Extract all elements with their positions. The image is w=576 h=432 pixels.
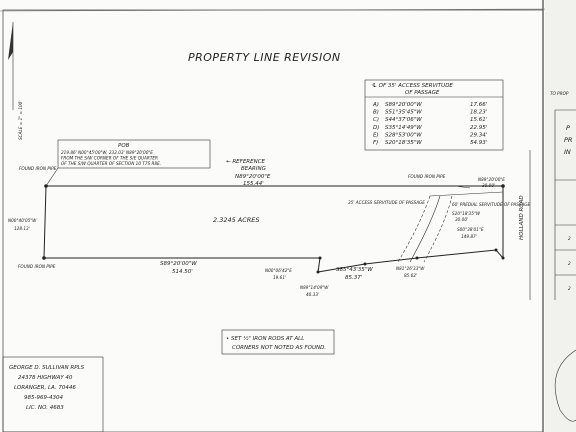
surveyor-line-5: LIC. NO. 4683: [26, 405, 64, 411]
east-bearing: S00°38'01"E: [457, 227, 484, 232]
west-bearing: N00°40'05"W: [8, 218, 37, 223]
holland-road-label: HOLLAND ROAD: [519, 195, 525, 240]
south4-distance: 85.37': [345, 275, 362, 281]
table-title-2: OF PASSAGE: [405, 90, 440, 96]
east-small-distance: 30.00': [455, 217, 468, 222]
found-pipe-nw: FOUND IRON PIPE: [19, 166, 57, 171]
south4-bearing: S85°43'35"W: [336, 267, 373, 273]
pob-line-1: 219.86' N00°45'00"W, 232.03' N89°20'00"E: [61, 150, 153, 155]
table-row-distance: 22.95': [470, 125, 487, 131]
found-pipe-ne: FOUND IRON PIPE: [408, 174, 446, 179]
surveyor-line-3: LORANGER, LA. 70446: [14, 385, 76, 391]
frag-small-1: 2: [568, 236, 571, 241]
table-row-distance: 29.34': [470, 132, 487, 138]
servitude-lines: [397, 185, 504, 263]
surveyor-line-1: GEORGE D. SULLIVAN RPLS: [9, 365, 85, 371]
table-row-bearing: S20°18'35"W: [385, 140, 422, 146]
east-distance: 149.87': [461, 234, 477, 239]
south1-bearing: S89°20'00"W: [160, 261, 197, 267]
frag-small-2: 2: [568, 261, 571, 266]
frag-letter-3: IN: [564, 148, 571, 156]
south1-distance: 514.50': [172, 269, 193, 275]
set-rods-line-2: CORNERS NOT NOTED AS FOUND.: [232, 345, 326, 351]
servitude-table: ℄ OF 35' ACCESS SERVITUDE OF PASSAGE A) S…: [364, 79, 504, 151]
stamp-arc-icon: [554, 349, 576, 422]
ref-line-4: 155.44': [243, 181, 264, 187]
plat-title: PROPERTY LINE REVISION: [188, 51, 341, 64]
table-row-bearing: S44°37'06"W: [385, 117, 422, 123]
pob-line-3: OF THE S/W QUARTER OF SECTION 10 T7S R8E…: [61, 161, 161, 166]
table-row-bearing: S28°53'00"W: [385, 132, 422, 138]
ref-line-2: BEARING: [241, 166, 266, 172]
surveyor-line-4: 985-969-4304: [24, 395, 63, 401]
pob-label: POB: [118, 143, 130, 149]
table-row-distance: 54.93': [470, 140, 487, 146]
table-row-distance: 15.61': [470, 117, 487, 123]
area-label: 2.3245 ACRES: [213, 216, 260, 224]
south2-distance: 19.61': [273, 275, 286, 280]
set-rods-line-1: • SET ½" IRON RODS AT ALL: [226, 335, 304, 342]
table-title-1: ℄ OF 35' ACCESS SERVITUDE: [372, 82, 453, 89]
table-row-id: A): [372, 102, 379, 108]
table-row-id: E): [373, 132, 379, 138]
scale-note: SCALE = 1" = 100': [18, 100, 23, 140]
ref-line-3: N89°20'00"E: [235, 174, 271, 180]
pob-box: POB 219.86' N00°45'00"W, 232.03' N89°20'…: [45, 139, 211, 187]
south5-distance: 85.62': [404, 273, 417, 278]
south3-distance: 40.33': [306, 292, 319, 297]
north-arrow-icon: [8, 22, 14, 110]
south2-bearing: N00°06'42"E: [265, 268, 292, 273]
table-row-id: D): [373, 125, 379, 131]
south5-bearing: N81°26'33"W: [396, 266, 425, 271]
adjacent-sheet-fragment: TO PROP P PR IN 2 2 2: [545, 0, 576, 432]
table-row-bearing: S51°35'45"W: [385, 110, 422, 116]
frag-letter-2: PR: [564, 136, 572, 144]
access-servitude-note: 35' ACCESS SERVITUDE OF PASSAGE: [348, 200, 425, 205]
east-small-bearing: S20°18'35"W: [452, 211, 481, 216]
reference-bearing: ← REFERENCE BEARING N89°20'00"E 155.44': [226, 159, 271, 187]
ne-bearing: N89°20'00"E: [478, 177, 505, 182]
west-distance: 128.13': [14, 226, 30, 231]
ref-line-1: ← REFERENCE: [226, 159, 266, 165]
found-pipe-sw: FOUND IRON PIPE: [18, 264, 56, 269]
top-edge-line: [0, 8, 576, 12]
frag-letter-1: P: [566, 124, 570, 132]
parcel-boundary: [43, 185, 504, 273]
table-row-distance: 18.23': [470, 110, 487, 116]
south3-bearing: N89°14'09"W: [300, 285, 329, 290]
pob-line-2: FROM THE S/W CORNER OF THE S/E QUARTER: [61, 156, 158, 161]
table-row-id: F): [373, 140, 378, 146]
pob-leader: [45, 167, 59, 187]
table-row-distance: 17.66': [470, 102, 487, 108]
surveyor-block: GEORGE D. SULLIVAN RPLS 24378 HIGHWAY 40…: [2, 356, 104, 432]
frag-small-3: 2: [568, 286, 571, 291]
table-row-id: B): [373, 110, 379, 116]
table-row-bearing: S89°20'00"W: [385, 102, 422, 108]
set-rods-note: • SET ½" IRON RODS AT ALL CORNERS NOT NO…: [221, 329, 335, 355]
table-row-id: C): [373, 117, 379, 123]
surveyor-line-2: 24378 HIGHWAY 40: [18, 375, 73, 381]
corner-markers: [42, 184, 505, 274]
predial-servitude-note: 60' PREDIAL SERVITUDE OF PASSAGE: [452, 202, 531, 207]
frag-top: TO PROP: [550, 91, 569, 96]
table-row-bearing: S35°14'49"W: [385, 125, 422, 131]
ne-distance: 30.00': [482, 183, 495, 188]
